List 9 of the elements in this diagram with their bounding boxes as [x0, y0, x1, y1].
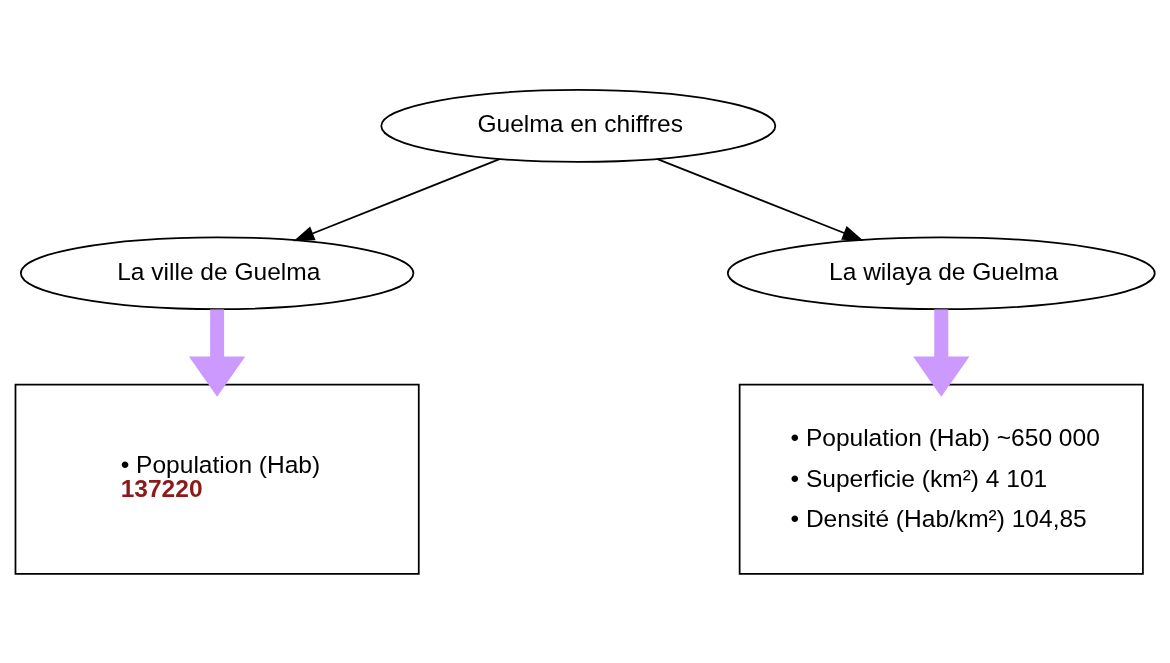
node-ellipse: La ville de Guelma: [19, 235, 415, 310]
arrow: [913, 308, 970, 397]
node-ellipse: Guelma en chiffres: [380, 88, 777, 163]
node-box: • Population (Hab) 137220: [14, 383, 420, 575]
node-ellipse: La wilaya de Guelma: [726, 235, 1156, 310]
node-box: • Population (Hab) ~650 000 • Superficie (km²) 4 101 • Densité (Hab/km²) 104,85: [738, 383, 1144, 575]
arrow: [293, 157, 501, 241]
arrow: [188, 308, 246, 397]
arrow: [656, 157, 864, 241]
